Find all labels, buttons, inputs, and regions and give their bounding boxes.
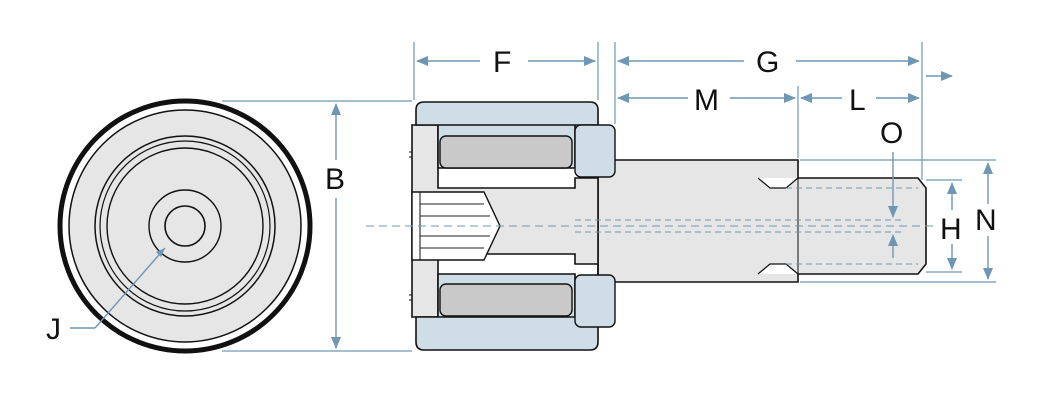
label-j: J	[46, 313, 61, 346]
inner-ring-groove-inner	[99, 140, 271, 312]
hex-socket	[411, 191, 501, 261]
j-leader-line	[94, 247, 166, 329]
label-f: F	[493, 46, 511, 79]
end-view: J	[46, 98, 313, 354]
dimension-b: B	[222, 100, 412, 352]
thread-relief-top	[757, 177, 799, 189]
dimension-h: H	[926, 179, 962, 273]
dimension-m: M	[617, 84, 796, 117]
thread-relief-bottom	[757, 263, 799, 275]
needle-roller-bottom	[439, 283, 573, 317]
dimension-f: F	[416, 46, 596, 79]
label-b: B	[325, 163, 345, 196]
j-leader-arrow	[156, 248, 165, 257]
seal-ring-bottom	[574, 274, 616, 328]
label-m: M	[694, 84, 719, 117]
label-n: N	[975, 204, 997, 237]
label-l: L	[849, 84, 866, 117]
side-view	[366, 101, 935, 351]
dimension-n: N	[800, 159, 997, 283]
stud-shaft	[597, 159, 927, 283]
lube-hole	[164, 205, 206, 247]
label-o: O	[880, 117, 903, 150]
seal-ring-top	[574, 124, 616, 178]
label-h: H	[940, 213, 962, 246]
dimension-g: G	[617, 46, 920, 79]
needle-roller-top	[439, 135, 573, 169]
dimension-l: L	[800, 84, 920, 117]
hex-socket-outline	[148, 189, 222, 263]
dimension-o: O	[880, 117, 903, 258]
label-g: G	[756, 46, 779, 79]
